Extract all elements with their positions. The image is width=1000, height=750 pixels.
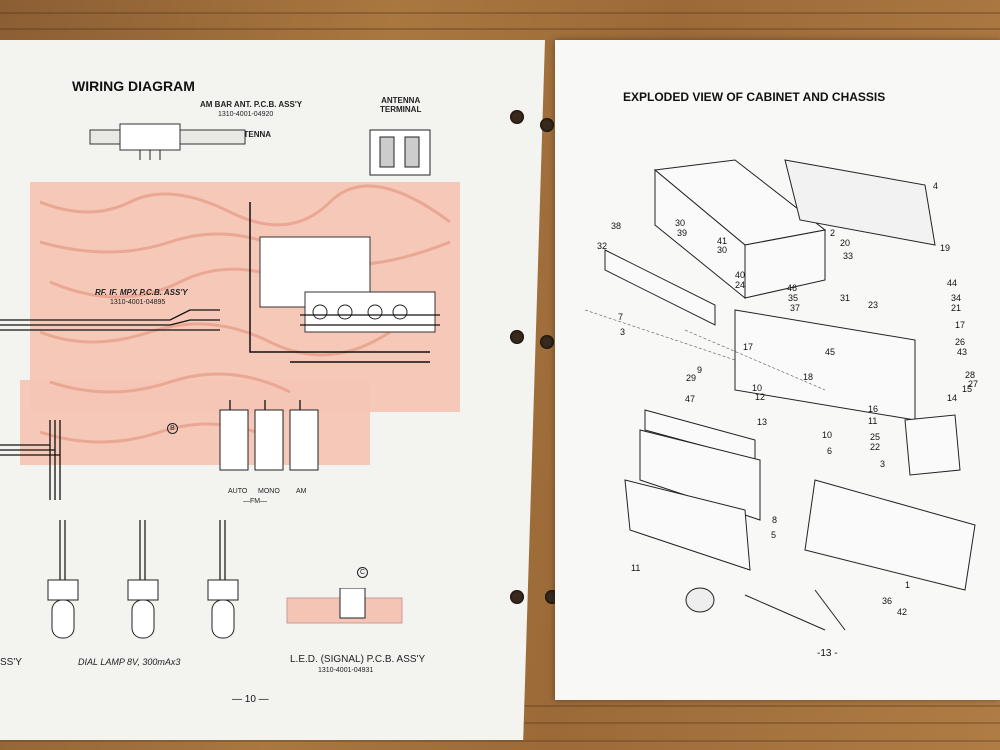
callout-41: 41 [717, 236, 728, 246]
antenna-terminal-label: ANTENNA TERMINAL [380, 96, 422, 114]
am-bar-ant-pcb-number: 1310-4001-04920 [218, 111, 274, 118]
callout-35: 35 [788, 293, 799, 303]
antenna-terminal-drawing [369, 129, 431, 176]
callout-3: 3 [620, 327, 626, 337]
callout-14: 14 [947, 393, 958, 403]
callout-28: 28 [965, 370, 976, 380]
callout-31: 31 [840, 293, 851, 303]
am-bar-antenna-drawing [89, 123, 246, 160]
callout-32: 32 [597, 241, 608, 251]
callout-19: 19 [940, 243, 951, 253]
callout-8: 8 [772, 515, 778, 525]
connector-b-marker: B [167, 423, 178, 434]
callout-20: 20 [840, 238, 851, 248]
callout-10: 10 [752, 383, 763, 393]
page-number-left: — 10 — [232, 694, 269, 705]
page-title: WIRING DIAGRAM [72, 78, 195, 94]
callout-39: 39 [677, 228, 688, 238]
am-bar-ant-pcb-label: AM BAR ANT. P.C.B. ASS'Y [200, 100, 303, 109]
callout-17: 17 [955, 320, 966, 330]
callout-43: 43 [957, 347, 968, 357]
callout-16: 16 [868, 404, 879, 414]
callout-26: 26 [955, 337, 966, 347]
binder-hole [540, 118, 554, 132]
callout-37: 37 [790, 303, 801, 313]
binder-hole [510, 330, 524, 344]
callout-25: 25 [870, 432, 881, 442]
led-signal-pcb-drawing [286, 588, 403, 624]
led-pcb-number: 1310-4001-04931 [318, 667, 374, 674]
callout-3b: 3 [880, 459, 886, 469]
callout-40: 40 [735, 270, 746, 280]
switch-label-auto: AUTO [228, 488, 248, 495]
rf-if-mpx-pcb-number: 1310-4001-04895 [110, 299, 166, 306]
binder-hole [540, 335, 554, 349]
page-title: EXPLODED VIEW OF CABINET AND CHASSIS [623, 90, 886, 104]
rf-if-mpx-pcb-label: RF. IF. MPX P.C.B. ASS'Y [95, 288, 188, 297]
callout-30b: 30 [717, 245, 728, 255]
callout-46: 46 [787, 283, 798, 293]
callout-7: 7 [618, 312, 624, 322]
dial-lamps-drawing [47, 520, 239, 639]
callout-18: 18 [803, 372, 814, 382]
led-pcb-label: L.E.D. (SIGNAL) P.C.B. ASS'Y [290, 654, 426, 665]
callout-2: 2 [830, 228, 836, 238]
callout-22: 22 [870, 442, 881, 452]
switch-label-fm: —FM— [243, 498, 268, 505]
page-number-right: -13 - [817, 648, 838, 659]
callout-36: 36 [882, 596, 893, 606]
dial-lamp-label: DIAL LAMP 8V, 300mAx3 [78, 657, 181, 667]
connector-c-marker: C [357, 567, 368, 578]
callout-12: 12 [755, 392, 766, 402]
callout-44: 44 [947, 278, 958, 288]
callout-30: 30 [675, 218, 686, 228]
switch-label-mono: MONO [258, 488, 280, 495]
switch-label-am: AM [296, 488, 307, 495]
callout-11b: 11 [631, 563, 641, 573]
callout-38: 38 [611, 221, 622, 231]
callout-45: 45 [825, 347, 836, 357]
callout-1: 1 [905, 580, 911, 590]
callout-11: 11 [868, 416, 878, 426]
binder-hole [510, 590, 524, 604]
callout-21: 21 [951, 303, 962, 313]
callout-10b: 10 [822, 430, 833, 440]
callout-5: 5 [771, 530, 777, 540]
callout-17b: 17 [743, 342, 754, 352]
exploded-view-drawing [585, 159, 976, 631]
callout-34: 34 [951, 293, 962, 303]
function-switch-block [219, 409, 319, 471]
callout-23: 23 [868, 300, 879, 310]
callout-27: 27 [968, 379, 979, 389]
callout-13: 13 [757, 417, 768, 427]
callout-47: 47 [685, 394, 696, 404]
wiring-diagram-page: WIRING DIAGRAM AM BAR ANT. P.C.B. ASS'Y … [0, 40, 545, 740]
callout-24: 24 [735, 280, 746, 290]
callout-6: 6 [827, 446, 833, 456]
exploded-view-page: EXPLODED VIEW OF CABINET AND CHASSIS 4 2… [555, 40, 1000, 700]
binder-hole [510, 110, 524, 124]
callout-9: 9 [697, 365, 703, 375]
callout-42: 42 [897, 607, 908, 617]
callout-15: 15 [962, 384, 973, 394]
callout-33: 33 [843, 251, 854, 261]
assy-label-fragment: SS'Y [0, 657, 22, 668]
callout-29: 29 [686, 373, 697, 383]
callout-4: 4 [933, 181, 939, 191]
